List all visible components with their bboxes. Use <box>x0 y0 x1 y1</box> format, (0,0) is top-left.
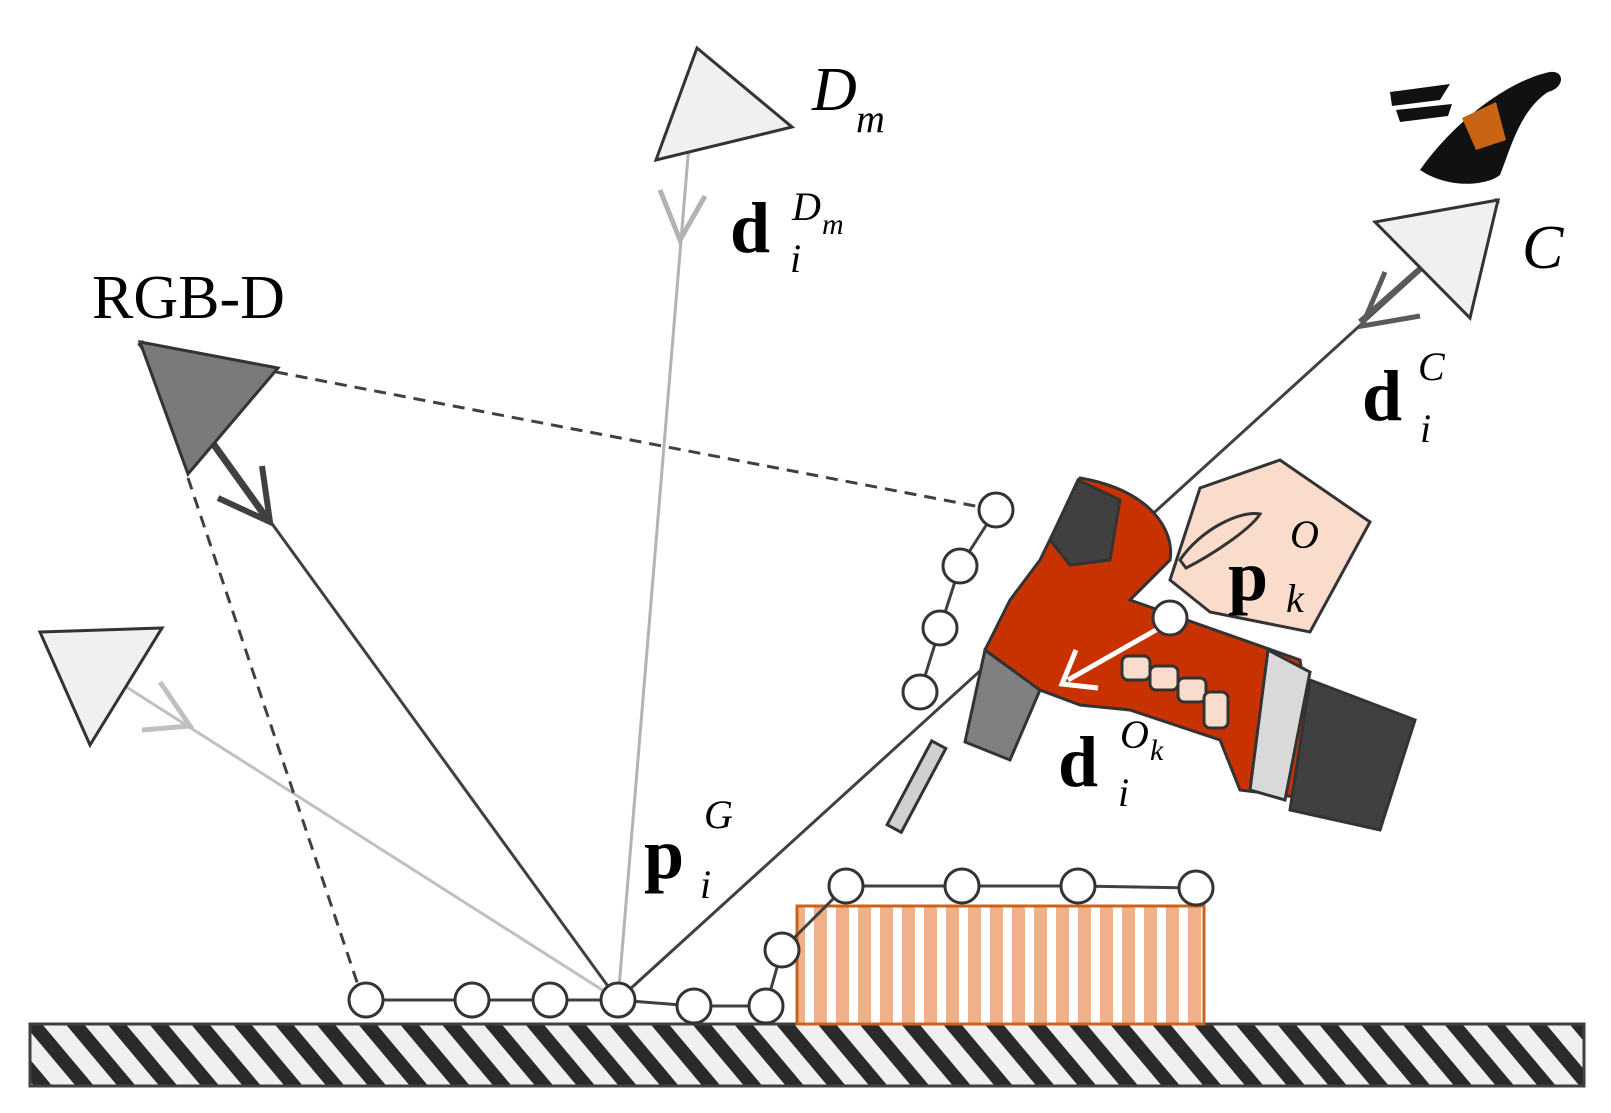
svg-text:m: m <box>822 208 844 241</box>
svg-text:D: D <box>791 184 821 229</box>
label-p-i-g: p i G <box>644 792 733 907</box>
label-d-i-dm: d i D m <box>730 184 844 281</box>
svg-text:C: C <box>1418 344 1446 389</box>
svg-text:p: p <box>644 814 684 894</box>
svg-text:i: i <box>1118 770 1129 815</box>
svg-text:i: i <box>700 862 711 907</box>
rgbd-camera-icon <box>137 340 281 477</box>
svg-text:m: m <box>856 96 885 141</box>
label-rgbd: RGB-D <box>92 264 285 332</box>
surface-point <box>599 981 637 1019</box>
label-d-i-c: d i C <box>1362 344 1446 451</box>
virtual-camera-icon-left <box>37 626 165 749</box>
drill-points <box>901 491 1189 711</box>
drill-point <box>901 673 939 711</box>
drill-point <box>977 491 1015 529</box>
surface-point <box>747 987 785 1025</box>
svg-text:k: k <box>1150 734 1164 767</box>
drill-point <box>1151 599 1189 637</box>
svg-text:i: i <box>1420 406 1431 451</box>
surface-point <box>531 981 569 1019</box>
svg-text:O: O <box>1290 512 1319 557</box>
surface-point <box>943 867 981 905</box>
ray-left-camera <box>39 630 619 1002</box>
svg-text:d: d <box>1058 722 1098 802</box>
eye-icon <box>1390 71 1562 184</box>
ray-rgbd-dashed-right <box>275 370 997 512</box>
surface-point <box>675 987 713 1025</box>
ray-dm <box>616 47 699 1001</box>
svg-text:d: d <box>1362 356 1402 436</box>
drill-point <box>941 547 979 585</box>
surface-point <box>347 981 385 1019</box>
ray-c-arrowhead <box>1357 271 1421 330</box>
surface-point <box>1177 869 1215 907</box>
svg-text:d: d <box>730 188 770 268</box>
surface-point <box>827 867 865 905</box>
svg-text:p: p <box>1228 536 1268 616</box>
virtual-camera-icon-c <box>1371 198 1500 321</box>
normal-arrow-drill <box>1066 619 1172 683</box>
svg-text:i: i <box>790 236 801 281</box>
surface-point <box>1059 867 1097 905</box>
ground-plane <box>28 1022 1586 1088</box>
label-c: C <box>1522 214 1564 282</box>
drill-icon <box>885 476 1417 835</box>
svg-text:D: D <box>811 56 857 124</box>
drill-point <box>921 609 959 647</box>
hand-icon <box>1120 458 1372 730</box>
surface-points <box>347 867 1215 1025</box>
normal-arrow-drill-head <box>1058 649 1099 691</box>
label-p-k-o: p k O <box>1228 512 1319 621</box>
label-dm: D m <box>811 56 885 141</box>
virtual-camera-icon-dm <box>653 45 796 163</box>
svg-text:k: k <box>1286 576 1305 621</box>
surface-point <box>453 981 491 1019</box>
surface-point <box>763 931 801 969</box>
ray-rgbd-dashed-down <box>186 477 365 1001</box>
ray-left-camera-arrowhead <box>141 680 195 733</box>
svg-text:G: G <box>704 792 733 837</box>
drill-point-polyline <box>918 509 998 693</box>
svg-text:O: O <box>1120 712 1149 757</box>
ray-rgbd-arrowhead <box>216 465 274 528</box>
object-box <box>795 904 1206 1026</box>
label-d-i-ok: d i O k <box>1058 712 1164 815</box>
ray-dm-arrowhead <box>657 189 708 246</box>
